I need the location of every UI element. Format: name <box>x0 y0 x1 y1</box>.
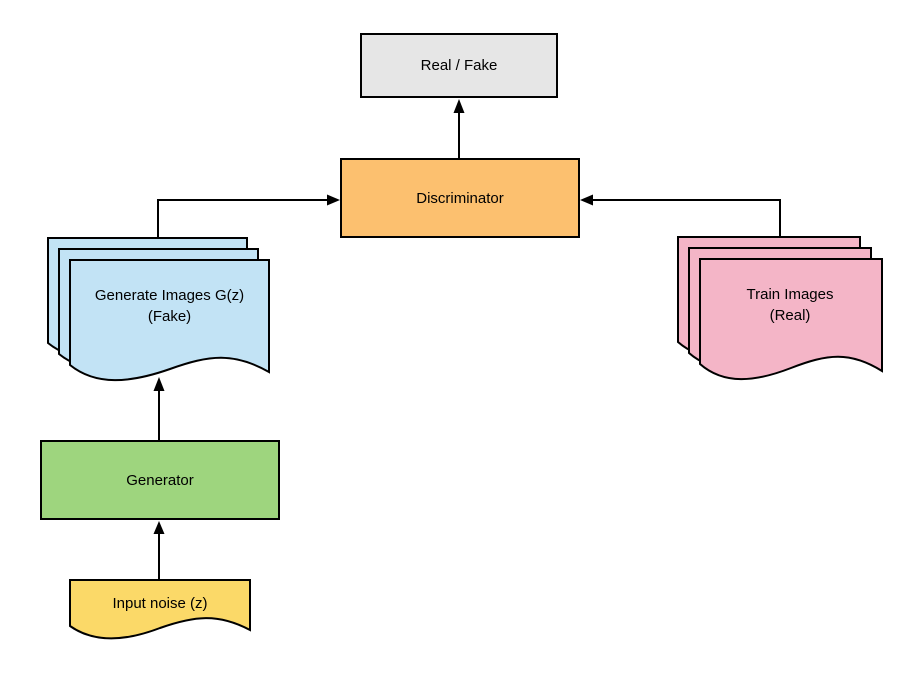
discriminator-label: Discriminator <box>416 189 504 207</box>
input-noise-doc <box>69 579 251 640</box>
generated-images-stack <box>47 237 270 382</box>
node-real-fake: Real / Fake <box>360 33 558 98</box>
arrowhead-generated-to-discriminator <box>327 194 340 206</box>
arrowhead-train-to-discriminator <box>580 194 593 206</box>
arrowhead-noise-to-generator <box>153 521 165 534</box>
arrow-train-to-discriminator <box>593 199 781 237</box>
arrowhead-generator-to-generated <box>153 377 165 391</box>
diagram-arrows <box>153 99 781 580</box>
train-images-stack <box>677 236 883 381</box>
arrowhead-discriminator-to-realfake <box>453 99 465 113</box>
node-generator: Generator <box>40 440 280 520</box>
real-fake-label: Real / Fake <box>420 57 498 74</box>
arrow-generated-to-discriminator <box>157 199 327 239</box>
generated-images-doc-front <box>69 259 270 382</box>
train-images-doc-front <box>699 258 883 381</box>
generator-label: Generator <box>126 471 194 489</box>
node-discriminator: Discriminator <box>340 158 580 238</box>
